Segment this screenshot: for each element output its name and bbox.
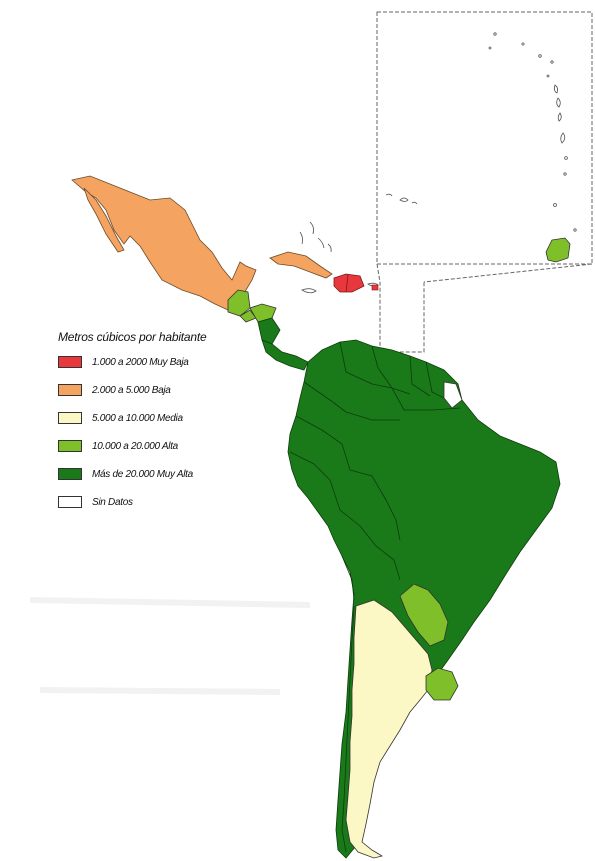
- jamaica-island: [301, 288, 317, 294]
- chile-border: [341, 605, 355, 853]
- french-guiana-region: [443, 381, 463, 409]
- honduras-region: [249, 303, 277, 323]
- legend-item-muy-alta: Más de 20.000 Muy Alta: [58, 466, 258, 482]
- legend-label: Sin Datos: [92, 496, 133, 508]
- uruguay-region: [425, 667, 459, 701]
- south-america-borders: [289, 341, 461, 601]
- nicaragua-region: [257, 317, 281, 345]
- inset-islands: [385, 32, 577, 232]
- inset-connector-right: [423, 263, 593, 283]
- paraguay-region: [399, 583, 449, 647]
- legend-item-sin-datos: Sin Datos: [58, 494, 258, 510]
- legend-swatch-muy-alta: [58, 468, 82, 480]
- legend-label: 1.000 a 2000 Muy Baja: [92, 356, 189, 368]
- legend-swatch-baja: [58, 384, 82, 396]
- legend-label: Más de 20.000 Muy Alta: [92, 468, 193, 480]
- legend-swatch-muy-baja: [58, 356, 82, 368]
- haiti-dominican-region: [333, 273, 365, 293]
- caribbean-inset-frame: [376, 11, 593, 265]
- bahamas-islands: [299, 221, 332, 253]
- legend-item-baja: 2.000 a 5.000 Baja: [58, 382, 258, 398]
- haiti-dr-border: [345, 274, 349, 293]
- scan-streak: [29, 597, 311, 695]
- legend-item-alta: 10.000 a 20.000 Alta: [58, 438, 258, 454]
- costa-rica-panama-region: [261, 339, 309, 371]
- legend-swatch-alta: [58, 440, 82, 452]
- legend-label: 10.000 a 20.000 Alta: [92, 440, 178, 452]
- legend-item-muy-baja: 1.000 a 2000 Muy Baja: [58, 354, 258, 370]
- legend-swatch-sin-datos: [58, 496, 82, 508]
- legend-swatch-media: [58, 412, 82, 424]
- argentina-region: [345, 599, 433, 859]
- mexico-region: [71, 175, 257, 311]
- legend-item-media: 5.000 a 10.000 Media: [58, 410, 258, 426]
- legend-label: 5.000 a 10.000 Media: [92, 412, 183, 424]
- zoom-area-marker: [371, 284, 379, 291]
- baja-california-region: [83, 187, 125, 253]
- legend-label: 2.000 a 5.000 Baja: [92, 384, 171, 396]
- cuba-region: [269, 251, 333, 279]
- trinidad-tobago-region: [545, 237, 571, 263]
- inset-connector-left: [376, 263, 425, 353]
- legend-title: Metros cúbicos por habitante: [58, 330, 207, 344]
- legend: Metros cúbicos por habitante 1.000 a 200…: [58, 330, 258, 522]
